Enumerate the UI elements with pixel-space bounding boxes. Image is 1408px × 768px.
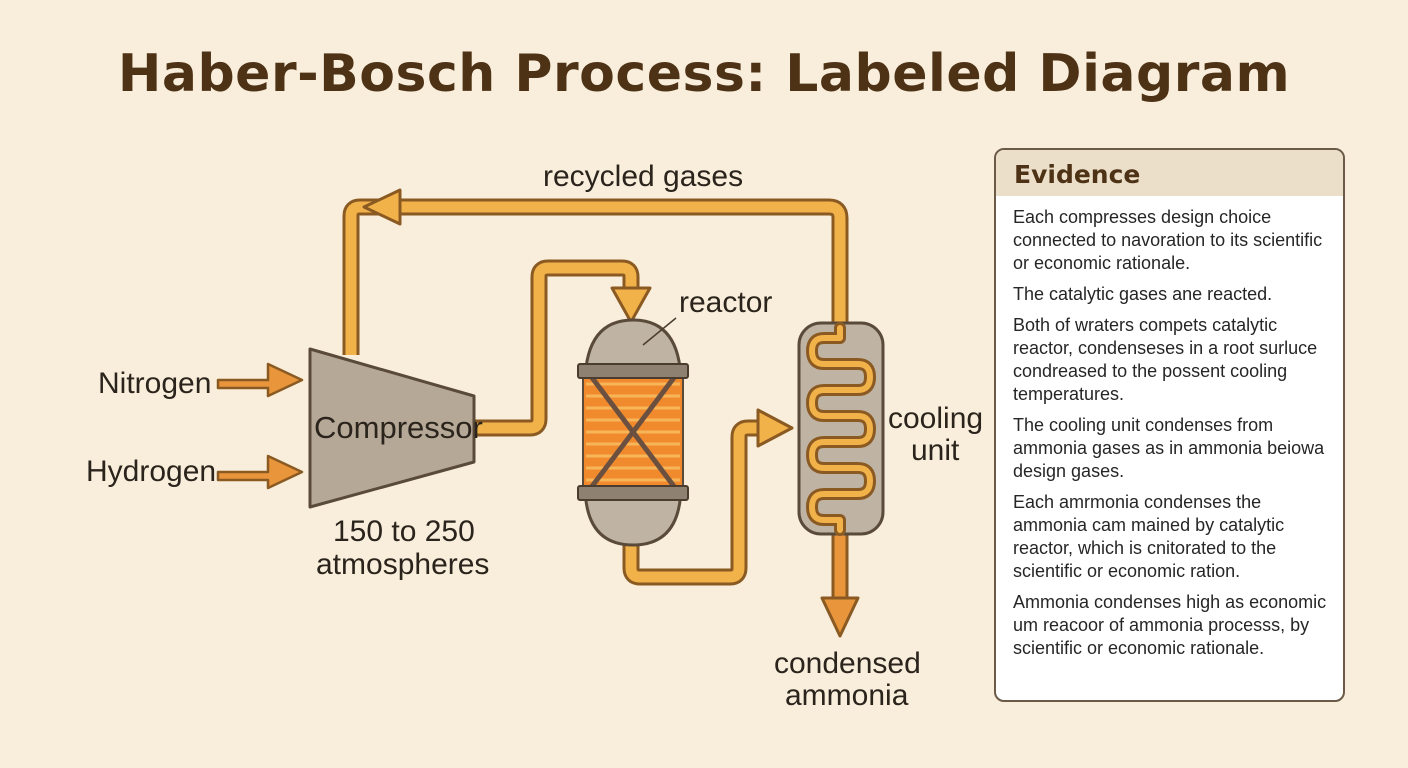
cooling-unit-label-line2: unit (911, 434, 960, 467)
evidence-item: The catalytic gases ane reacted. (1013, 284, 1273, 304)
recycle-pipe (342, 188, 849, 355)
compressor (308, 347, 476, 509)
cooling-unit (797, 321, 885, 536)
nitrogen-label: Nitrogen (98, 367, 212, 400)
compressor-label: Compressor (314, 410, 483, 445)
recycled-gases-label: recycled gases (543, 160, 744, 193)
nitrogen-input-arrow (216, 362, 304, 398)
evidence-item: Both of wraters compets catalytic reacto… (1013, 315, 1318, 404)
hydrogen-input-arrow (216, 454, 304, 490)
reactor-vessel (577, 317, 689, 547)
evidence-list: Each compresses design choice connected … (996, 196, 1343, 660)
evidence-item: Each amrmonia condenses the ammonia cam … (1013, 492, 1285, 581)
evidence-panel: Evidence Each compresses design choice c… (994, 148, 1345, 702)
hydrogen-label: Hydrogen (86, 455, 217, 488)
feed-pipe (474, 259, 652, 437)
pressure-label-line2: atmospheres (316, 548, 490, 581)
reactor-label: reactor (679, 286, 773, 319)
evidence-item: Each compresses design choice connected … (1013, 207, 1323, 273)
condensed-ammonia-label-line1: condensed (774, 647, 921, 680)
ammonia-outlet-arrow (820, 530, 860, 638)
product-pipe (622, 408, 794, 586)
cooling-unit-label-line1: cooling (888, 402, 984, 435)
condensed-ammonia-label-line2: ammonia (785, 679, 909, 712)
evidence-item: Ammonia condenses high as economic um re… (1013, 592, 1327, 658)
page-title: Haber-Bosch Process: Labeled Diagram (117, 44, 1291, 104)
pressure-label-line1: 150 to 250 (333, 515, 475, 548)
evidence-item: The cooling unit condenses from ammonia … (1013, 415, 1325, 481)
evidence-heading: Evidence (996, 150, 1343, 196)
